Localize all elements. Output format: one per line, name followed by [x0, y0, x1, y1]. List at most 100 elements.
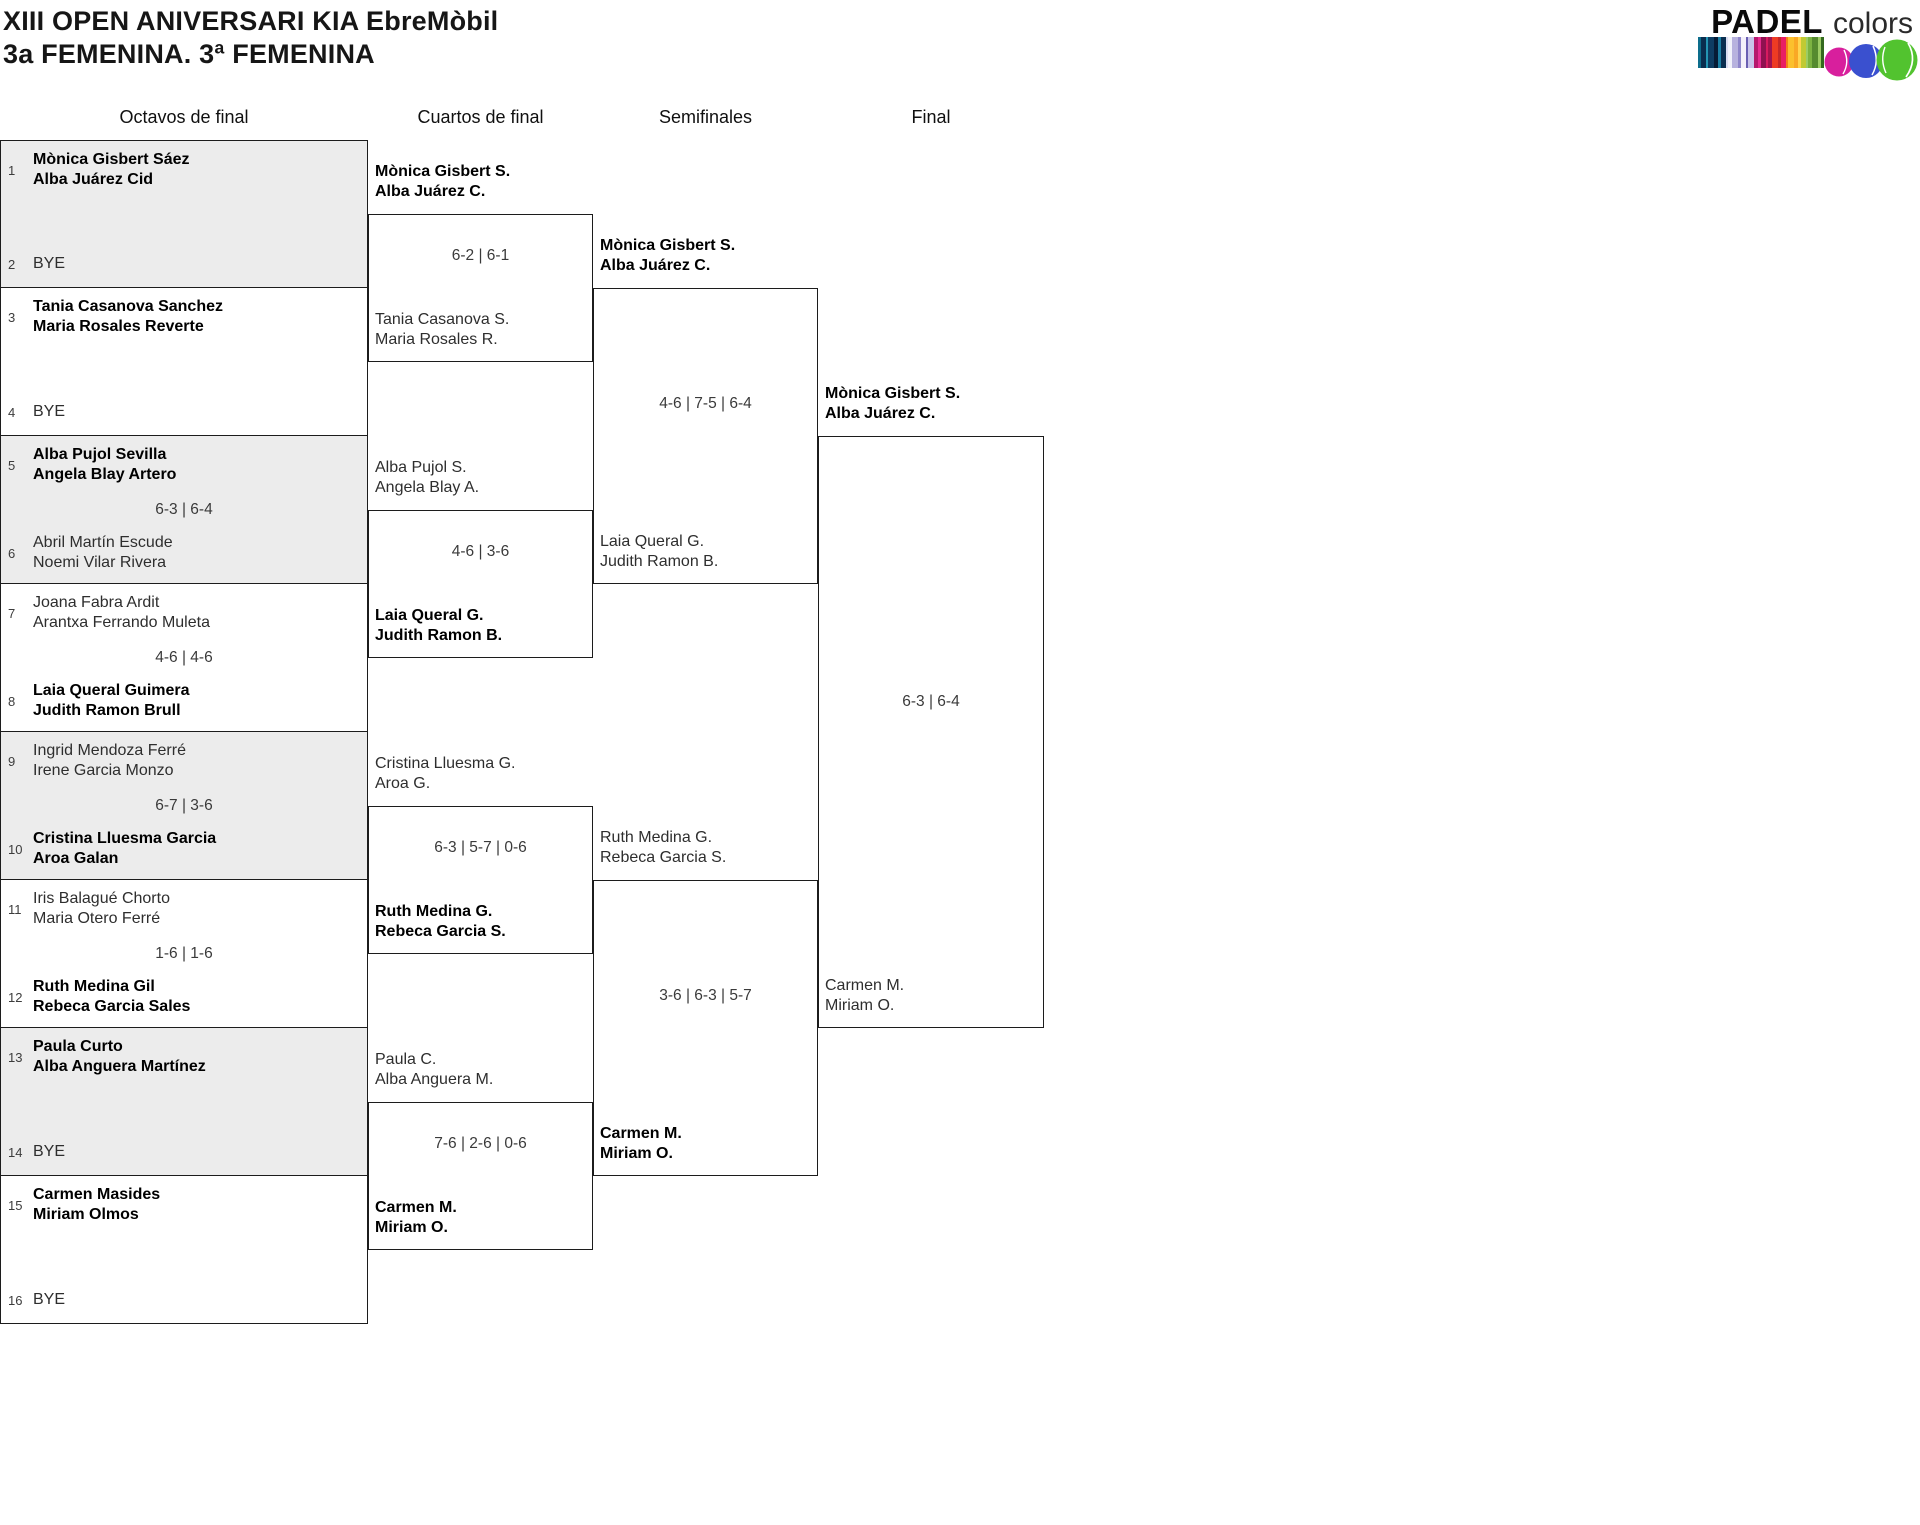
- qf-match-3-bottom-team: Ruth Medina G.Rebeca Garcia S.: [375, 903, 506, 940]
- barcode-stripe: [1812, 37, 1818, 68]
- r16-match-5: 9 Ingrid Mendoza Ferré Irene Garcia Monz…: [0, 732, 368, 880]
- seed-number: 16: [8, 1292, 23, 1308]
- r16-match-7: 13 Paula Curto Alba Anguera Martínez 14 …: [0, 1028, 368, 1176]
- seed-number: 10: [8, 841, 23, 857]
- seed-number: 8: [8, 693, 16, 709]
- barcode-stripe: [1732, 37, 1738, 68]
- qf-match-2-bottom-team: Laia Queral G.Judith Ramon B.: [375, 607, 503, 644]
- barcode-stripe: [1766, 37, 1768, 68]
- team-names: Carmen Masides Miriam Olmos: [33, 1186, 161, 1223]
- brand-logo-padel: PADEL: [1711, 3, 1823, 40]
- seed-number: 4: [8, 404, 16, 420]
- match-score: 4-6 | 4-6: [155, 648, 213, 666]
- bye-label: BYE: [33, 403, 66, 420]
- team-slot: 9 Ingrid Mendoza Ferré Irene Garcia Monz…: [8, 741, 186, 781]
- team-names: Tania Casanova Sanchez Maria Rosales Rev…: [33, 298, 223, 335]
- team-slot: 6 Abril Martín Escude Noemi Vilar Rivera: [8, 533, 173, 573]
- barcode-stripe: [1706, 37, 1708, 68]
- r16-match-6: 11 Iris Balagué Chorto Maria Otero Ferré…: [0, 880, 368, 1028]
- barcode-stripe: [1798, 37, 1801, 68]
- seed-number: 3: [8, 309, 16, 325]
- team-slot: 4 BYE: [8, 402, 65, 422]
- seed-number: 12: [8, 989, 23, 1005]
- team-names: Cristina Lluesma Garcia Aroa Galan: [33, 830, 217, 867]
- seed-number: 1: [8, 162, 16, 178]
- team-names: Ruth Medina Gil Rebeca Garcia Sales: [33, 978, 191, 1015]
- barcode-stripe: [1726, 37, 1728, 68]
- brand-logo-colors: colors: [1832, 7, 1913, 40]
- sf-match-2-top-team: Ruth Medina G.Rebeca Garcia S.: [600, 829, 727, 866]
- sf-match-1-bottom-team: Laia Queral G.Judith Ramon B.: [600, 533, 719, 570]
- r16-match-3: 5 Alba Pujol Sevilla Angela Blay Artero …: [0, 436, 368, 584]
- barcode-stripe: [1781, 37, 1786, 68]
- barcode-stripe: [1778, 37, 1781, 68]
- page-title: XIII OPEN ANIVERSARI KIA EbreMòbil 3a FE…: [3, 5, 498, 71]
- qf-match-4-top-team: Paula C.Alba Anguera M.: [375, 1051, 494, 1088]
- final-bottom-team: Carmen M.Miriam O.: [825, 977, 905, 1014]
- barcode-stripe: [1746, 37, 1748, 68]
- qf-match-1-box: [368, 214, 593, 362]
- barcode-stripe: [1728, 37, 1732, 68]
- qf-match-1-top-team: Mònica Gisbert S.Alba Juárez C.: [375, 163, 511, 200]
- match-score: 6-3 | 6-4: [155, 500, 213, 518]
- r16-match-4: 7 Joana Fabra Ardit Arantxa Ferrando Mul…: [0, 584, 368, 732]
- seed-number: 11: [8, 901, 22, 917]
- r16-match-2: 3 Tania Casanova Sanchez Maria Rosales R…: [0, 288, 368, 436]
- team-slot: 8 Laia Queral Guimera Judith Ramon Brull: [8, 681, 190, 721]
- seed-number: 9: [8, 753, 16, 769]
- barcode-stripe: [1801, 37, 1806, 68]
- sf-match-1-top-team: Mònica Gisbert S.Alba Juárez C.: [600, 237, 736, 274]
- match-score: 1-6 | 1-6: [155, 944, 213, 962]
- team-slot: 7 Joana Fabra Ardit Arantxa Ferrando Mul…: [8, 593, 210, 633]
- team-names: Alba Pujol Sevilla Angela Blay Artero: [33, 446, 177, 483]
- team-slot: 11 Iris Balagué Chorto Maria Otero Ferré: [8, 889, 170, 929]
- bye-label: BYE: [33, 255, 66, 272]
- team-slot: 12 Ruth Medina Gil Rebeca Garcia Sales: [8, 977, 190, 1017]
- barcode-stripe: [1718, 37, 1721, 68]
- round-header-octavos: Octavos de final: [119, 107, 249, 127]
- qf-match-2-top-team: Alba Pujol S.Angela Blay A.: [375, 459, 480, 496]
- team-slot: 1 Mònica Gisbert Sáez Alba Juárez Cid: [8, 150, 190, 190]
- final-match-box: [818, 436, 1044, 1028]
- seed-number: 13: [8, 1049, 23, 1065]
- barcode-stripe: [1708, 37, 1714, 68]
- barcode-stripe: [1788, 37, 1794, 68]
- page-title-line2: 3a FEMENINA. 3ª FEMENINA: [3, 39, 375, 69]
- round-header-cuartos: Cuartos de final: [417, 107, 544, 127]
- barcode-stripe: [1794, 37, 1798, 68]
- seed-number: 6: [8, 545, 16, 561]
- brand-logo: PADEL colors: [1711, 3, 1913, 41]
- barcode-stripe: [1701, 37, 1706, 68]
- tennis-balls-icon: [1824, 39, 1918, 81]
- barcode-stripe: [1721, 37, 1726, 68]
- barcode-stripe: [1772, 37, 1778, 68]
- team-slot: 5 Alba Pujol Sevilla Angela Blay Artero: [8, 445, 176, 485]
- barcode-stripe: [1808, 37, 1812, 68]
- seed-number: 5: [8, 457, 16, 473]
- sf-match-2-bottom-team: Carmen M.Miriam O.: [600, 1125, 682, 1162]
- barcode-stripe: [1786, 37, 1788, 68]
- team-slot: 3 Tania Casanova Sanchez Maria Rosales R…: [8, 297, 223, 337]
- qf-match-1-score: 6-2 | 6-1: [451, 247, 510, 264]
- qf-match-4-score: 7-6 | 2-6 | 0-6: [434, 1135, 527, 1152]
- sf-match-1-box: [593, 288, 818, 584]
- seed-number: 14: [8, 1144, 23, 1160]
- round-header-semifinales: Semifinales: [658, 107, 753, 127]
- team-names: Ingrid Mendoza Ferré Irene Garcia Monzo: [33, 742, 186, 779]
- team-names: Iris Balagué Chorto Maria Otero Ferré: [33, 890, 170, 927]
- qf-match-2-box: [368, 510, 593, 658]
- final-top-team: Mònica Gisbert S.Alba Juárez C.: [825, 385, 961, 422]
- seed-number: 2: [8, 256, 16, 272]
- barcode-stripe: [1821, 37, 1824, 68]
- team-names: Abril Martín Escude Noemi Vilar Rivera: [33, 534, 173, 571]
- team-slot: 2 BYE: [8, 254, 65, 274]
- barcode-stripe: [1754, 37, 1758, 68]
- team-slot: 16 BYE: [8, 1290, 65, 1310]
- qf-match-1-bottom-team: Tania Casanova S.Maria Rosales R.: [375, 311, 510, 348]
- barcode-stripe: [1714, 37, 1718, 68]
- barcode-stripe: [1761, 37, 1766, 68]
- barcode-stripe: [1741, 37, 1746, 68]
- team-slot: 13 Paula Curto Alba Anguera Martínez: [8, 1037, 206, 1077]
- qf-match-3-score: 6-3 | 5-7 | 0-6: [434, 839, 527, 856]
- seed-number: 7: [8, 605, 16, 621]
